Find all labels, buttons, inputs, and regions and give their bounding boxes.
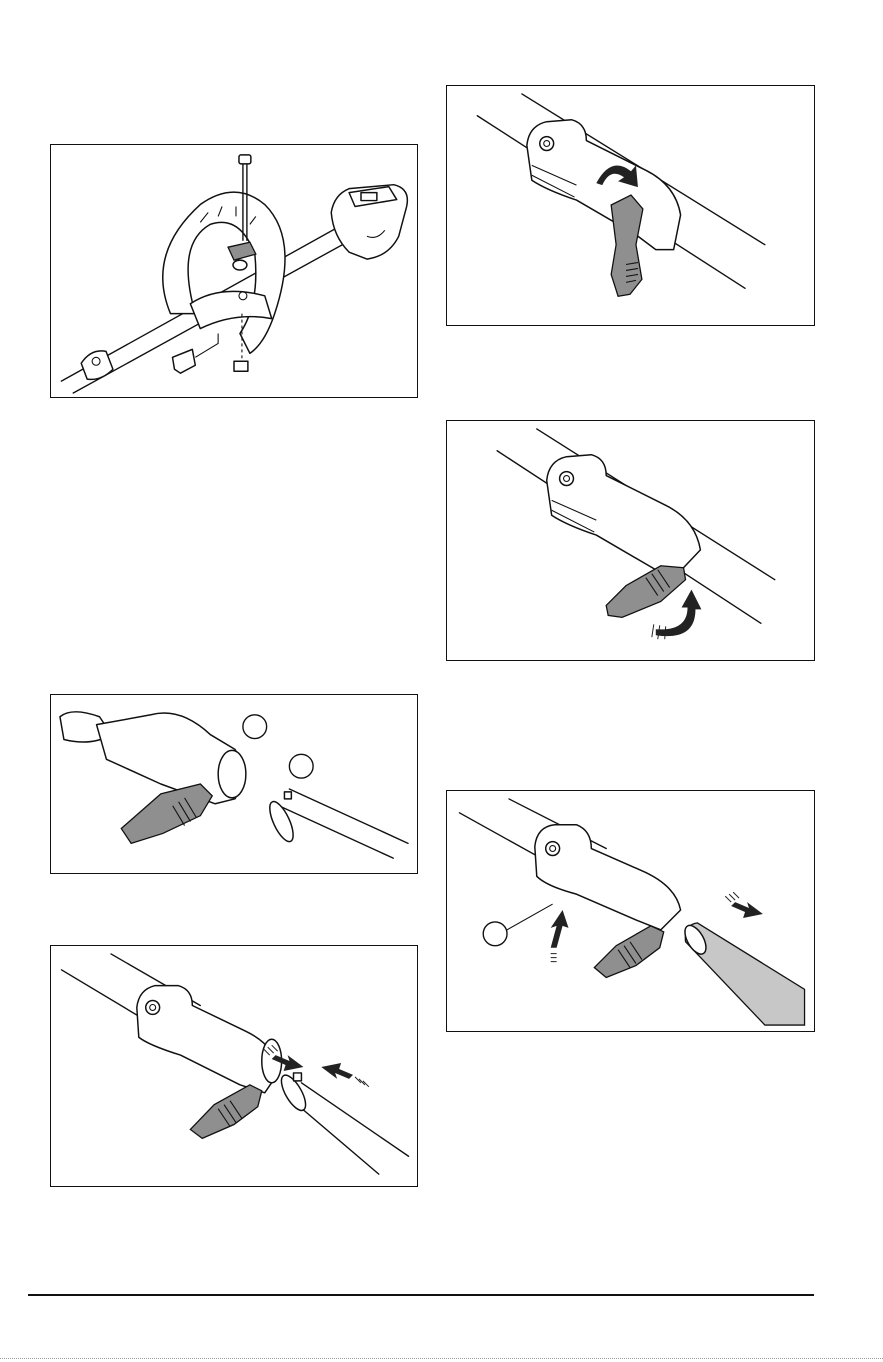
handle-mounting-figure bbox=[50, 144, 418, 398]
shaft-removal-figure bbox=[446, 790, 815, 1032]
shaft-insertion-illustration bbox=[51, 946, 417, 1186]
shaft-removal-illustration bbox=[447, 791, 814, 1031]
coupling-knob-loosen-illustration bbox=[447, 86, 814, 325]
coupling-knob-tighten-illustration bbox=[447, 421, 814, 660]
coupling-open-figure bbox=[50, 694, 418, 874]
coupling-knob-loosen-figure bbox=[446, 85, 815, 326]
shaft-insertion-figure bbox=[50, 945, 418, 1187]
page-edge-dots bbox=[0, 1358, 883, 1359]
footer-rule bbox=[28, 1294, 814, 1296]
handle-mounting-illustration bbox=[51, 145, 417, 397]
coupling-knob-tighten-figure bbox=[446, 420, 815, 661]
coupling-open-illustration bbox=[51, 695, 417, 873]
